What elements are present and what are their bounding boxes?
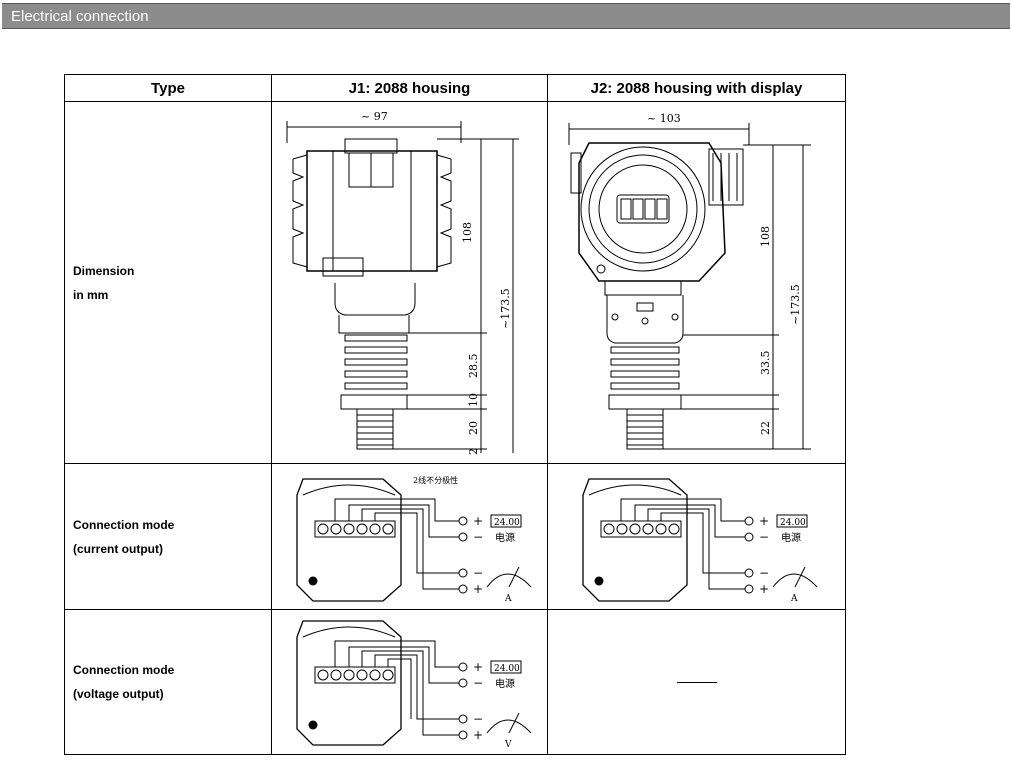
table-row-current: Connection mode (current output) 2线不分极性 — [64, 463, 846, 610]
j2-current-wiring: + − − + 24.00 电源 A — [581, 478, 817, 604]
svg-text:−: − — [473, 530, 483, 544]
svg-text:−: − — [759, 566, 769, 580]
j2-dim-108: 108 — [759, 226, 772, 247]
cell-j1-voltage: + − − + 24.00 电源 V — [271, 609, 548, 755]
svg-text:24.00: 24.00 — [780, 518, 806, 528]
svg-text:电源: 电源 — [781, 531, 801, 544]
wiring-note: 2线不分极性 — [413, 475, 458, 485]
label-dimension: Dimension in mm — [64, 101, 272, 464]
cell-j2-dimension: ~ 103 — [547, 101, 846, 464]
j1-width-label: ~ 97 — [361, 110, 388, 123]
j2-dim-33: 33.5 — [759, 351, 772, 376]
svg-text:+: + — [759, 514, 769, 528]
j1-dim-108: 108 — [461, 222, 474, 243]
section-title: Electrical connection — [11, 8, 149, 25]
j1-dim-20: 20 — [467, 421, 480, 435]
meter-a-label: A — [504, 594, 512, 604]
not-applicable-dash — [676, 681, 717, 683]
svg-text:−: − — [473, 676, 483, 690]
table-row-voltage: Connection mode (voltage output) + − — [64, 609, 846, 755]
header-type: Type — [64, 74, 272, 102]
meter-v-label: V — [504, 740, 512, 750]
supply-display: 24.00 — [494, 518, 520, 528]
j2-dim-22: 22 — [759, 421, 772, 435]
cell-j1-dimension: ~ 97 — [271, 101, 548, 464]
cell-j2-voltage — [547, 609, 846, 755]
j1-dim-10: 10 — [467, 393, 480, 407]
j2-dim-173: ~173.5 — [789, 284, 802, 325]
cell-j1-current: 2线不分极性 + − − + 24.00 — [271, 463, 548, 610]
j1-current-wiring: 2线不分极性 + − − + 24.00 — [295, 475, 531, 604]
svg-text:+: + — [473, 728, 483, 742]
svg-text:+: + — [759, 582, 769, 596]
label-voltage: Connection mode (voltage output) — [64, 609, 272, 755]
table-header-row: Type J1: 2088 housing J2: 2088 housing w… — [64, 74, 846, 102]
j2-width-label: ~ 103 — [647, 112, 681, 125]
j2-dimension-drawing: ~ 103 — [568, 112, 811, 450]
svg-text:−: − — [473, 566, 483, 580]
svg-text:−: − — [759, 530, 769, 544]
j1-dim-2: 2 — [467, 448, 480, 455]
j1-dim-28: 28.5 — [467, 354, 480, 379]
svg-text:24.00: 24.00 — [494, 664, 520, 674]
j1-dimension-drawing: ~ 97 — [286, 110, 519, 455]
svg-text:+: + — [473, 514, 483, 528]
header-j2: J2: 2088 housing with display — [547, 74, 846, 102]
cell-j2-current: + − − + 24.00 电源 A — [547, 463, 846, 610]
svg-text:+: + — [473, 660, 483, 674]
j1-dim-173: ~173.5 — [499, 288, 512, 329]
supply-label: 电源 — [495, 531, 515, 544]
svg-text:+: + — [473, 582, 483, 596]
section-header: Electrical connection — [2, 3, 1010, 29]
table-row-dimension: Dimension in mm ~ 97 — [64, 101, 846, 464]
svg-text:A: A — [790, 594, 798, 604]
svg-text:电源: 电源 — [495, 677, 515, 690]
spec-table: Type J1: 2088 housing J2: 2088 housing w… — [64, 74, 846, 755]
header-j1: J1: 2088 housing — [271, 74, 548, 102]
svg-text:−: − — [473, 712, 483, 726]
j1-voltage-wiring: + − − + 24.00 电源 V — [295, 620, 531, 750]
label-current: Connection mode (current output) — [64, 463, 272, 610]
